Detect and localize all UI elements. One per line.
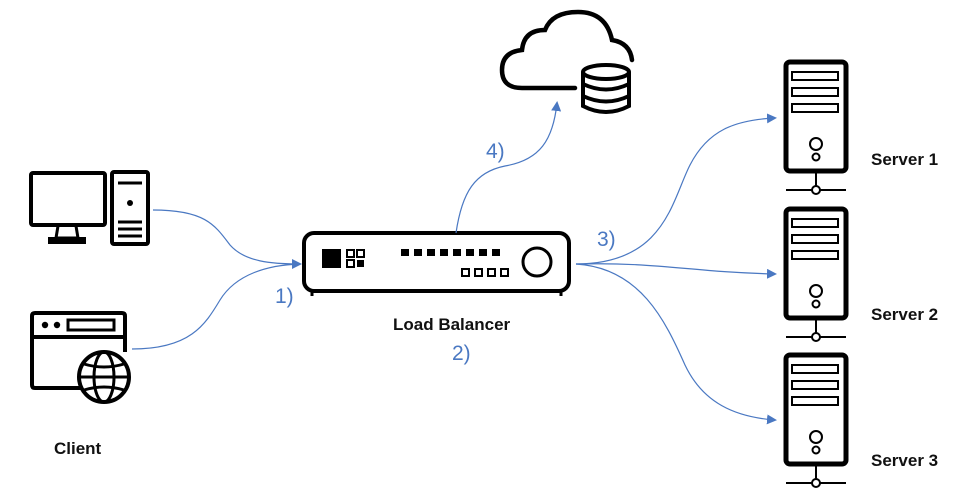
load-balancer-device-icon: [302, 231, 571, 296]
step-1-label: 1): [275, 285, 294, 308]
server-1-icon: [783, 59, 849, 195]
browser-globe-icon: [30, 311, 131, 404]
arrow-browser-to-load-balancer: [131, 263, 301, 350]
step-3-label: 3): [597, 228, 616, 251]
client-label: Client: [54, 439, 102, 458]
desktop-computer-icon: [29, 170, 150, 246]
arrow-load-balancer-to-server-1: [575, 113, 777, 265]
server-2-label: Server 2: [871, 305, 939, 324]
load-balancer-label: Load Balancer: [393, 315, 511, 334]
step-4-label: 4): [486, 140, 505, 163]
arrow-load-balancer-to-server-2: [575, 263, 777, 279]
cloud-database-icon: [499, 9, 635, 114]
server-3-label: Server 3: [871, 451, 939, 470]
arrow-load-balancer-to-server-3: [575, 263, 777, 425]
arrow-load-balancer-to-cloud: [455, 101, 562, 234]
server-2-icon: [783, 206, 849, 342]
step-2-label: 2): [452, 342, 471, 365]
arrow-desktop-to-load-balancer: [152, 209, 302, 269]
server-3-icon: [783, 352, 849, 488]
server-1-label: Server 1: [871, 150, 939, 169]
